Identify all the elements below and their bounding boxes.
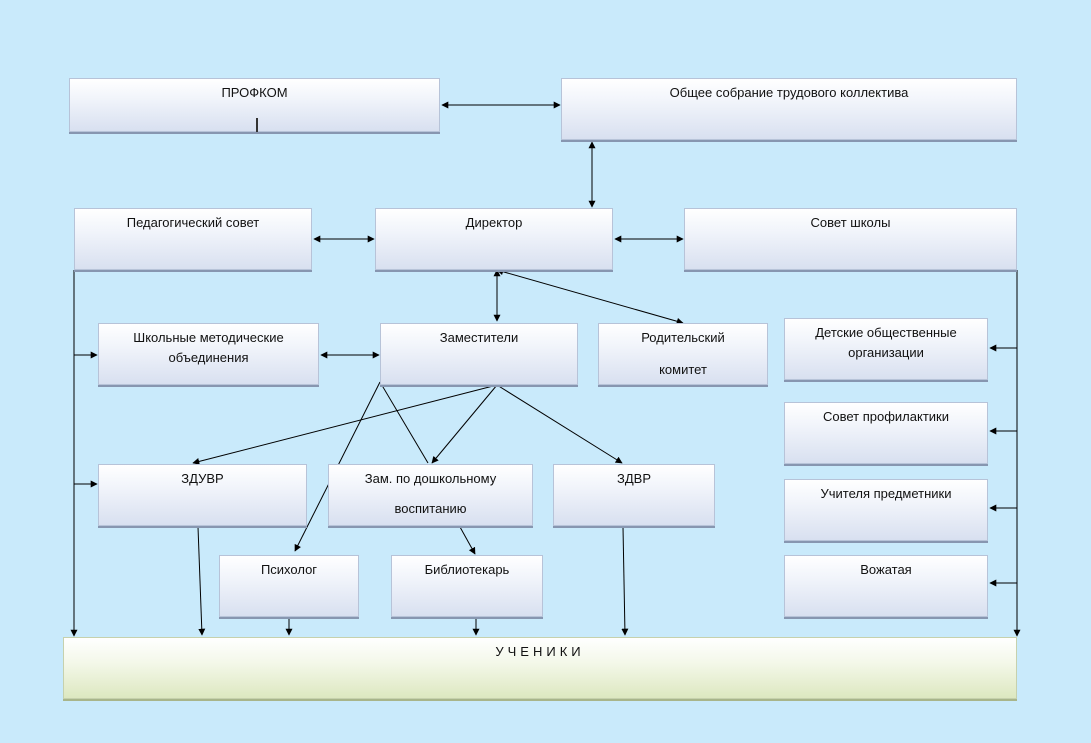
arrow-deputies-zdvr: [496, 384, 623, 464]
general-meeting-box: Общее собрание трудового коллектива: [561, 78, 1017, 140]
profkom-label: ПРОФКОМ: [221, 85, 288, 100]
subject-teachers-label: Учителя предметники: [820, 486, 952, 501]
psychologist-label: Психолог: [260, 562, 318, 577]
children-orgs-box: Детские общественные организации: [784, 318, 988, 380]
preschool-deputy-box: Зам. по дошкольному воспитанию: [328, 464, 533, 526]
arrow-preschool-librarian: [459, 526, 476, 555]
arrow-zduvr-students: [197, 526, 206, 636]
children-orgs-label-1: Детские общественные: [815, 325, 957, 340]
text-cursor: [256, 118, 258, 132]
prevention-council-box: Совет профилактики: [784, 402, 988, 464]
ped-council-box: Педагогический совет: [74, 208, 312, 270]
method-assoc-label-2: объединения: [168, 350, 249, 365]
preschool-deputy-label-2: воспитанию: [394, 501, 467, 516]
arrow-director-parents: [496, 268, 684, 325]
method-assoc-box: Школьные методические объединения: [98, 323, 319, 385]
line-deputies-preschool-2: [379, 381, 429, 464]
school-council-label: Совет школы: [810, 215, 891, 230]
counselor-label: Вожатая: [860, 562, 912, 577]
parent-committee-box: Родительский комитет: [598, 323, 768, 385]
zdvr-label: ЗДВР: [617, 471, 651, 486]
profkom-box: ПРОФКОМ: [69, 78, 440, 132]
ped-council-label: Педагогический совет: [126, 215, 260, 230]
arrow-zdvr-students: [621, 526, 629, 636]
subject-teachers-box: Учителя предметники: [784, 479, 988, 541]
prevention-council-label: Совет профилактики: [822, 409, 949, 424]
method-assoc-label-1: Школьные методические: [133, 330, 284, 345]
parent-committee-label-2: комитет: [659, 362, 707, 377]
deputies-box: Заместители: [380, 323, 578, 385]
school-council-box: Совет школы: [684, 208, 1017, 270]
librarian-box: Библиотекарь: [391, 555, 543, 617]
students-label: УЧЕНИКИ: [495, 644, 585, 659]
preschool-deputy-label-1: Зам. по дошкольному: [364, 471, 497, 486]
arrow-deputies-preschool: [431, 384, 498, 464]
psychologist-box: Психолог: [219, 555, 359, 617]
children-orgs-label-2: организации: [848, 345, 924, 360]
zdvr-box: ЗДВР: [553, 464, 715, 526]
zduvr-box: ЗДУВР: [98, 464, 307, 526]
parent-committee-label-1: Родительский: [641, 330, 725, 345]
students-box: УЧЕНИКИ: [63, 637, 1017, 699]
general-meeting-label: Общее собрание трудового коллектива: [669, 85, 909, 100]
deputies-label: Заместители: [439, 330, 519, 345]
director-box: Директор: [375, 208, 613, 270]
director-label: Директор: [465, 215, 523, 230]
arrow-deputies-zduvr: [192, 384, 498, 465]
zduvr-label: ЗДУВР: [181, 471, 224, 486]
librarian-label: Библиотекарь: [424, 562, 510, 577]
counselor-box: Вожатая: [784, 555, 988, 617]
